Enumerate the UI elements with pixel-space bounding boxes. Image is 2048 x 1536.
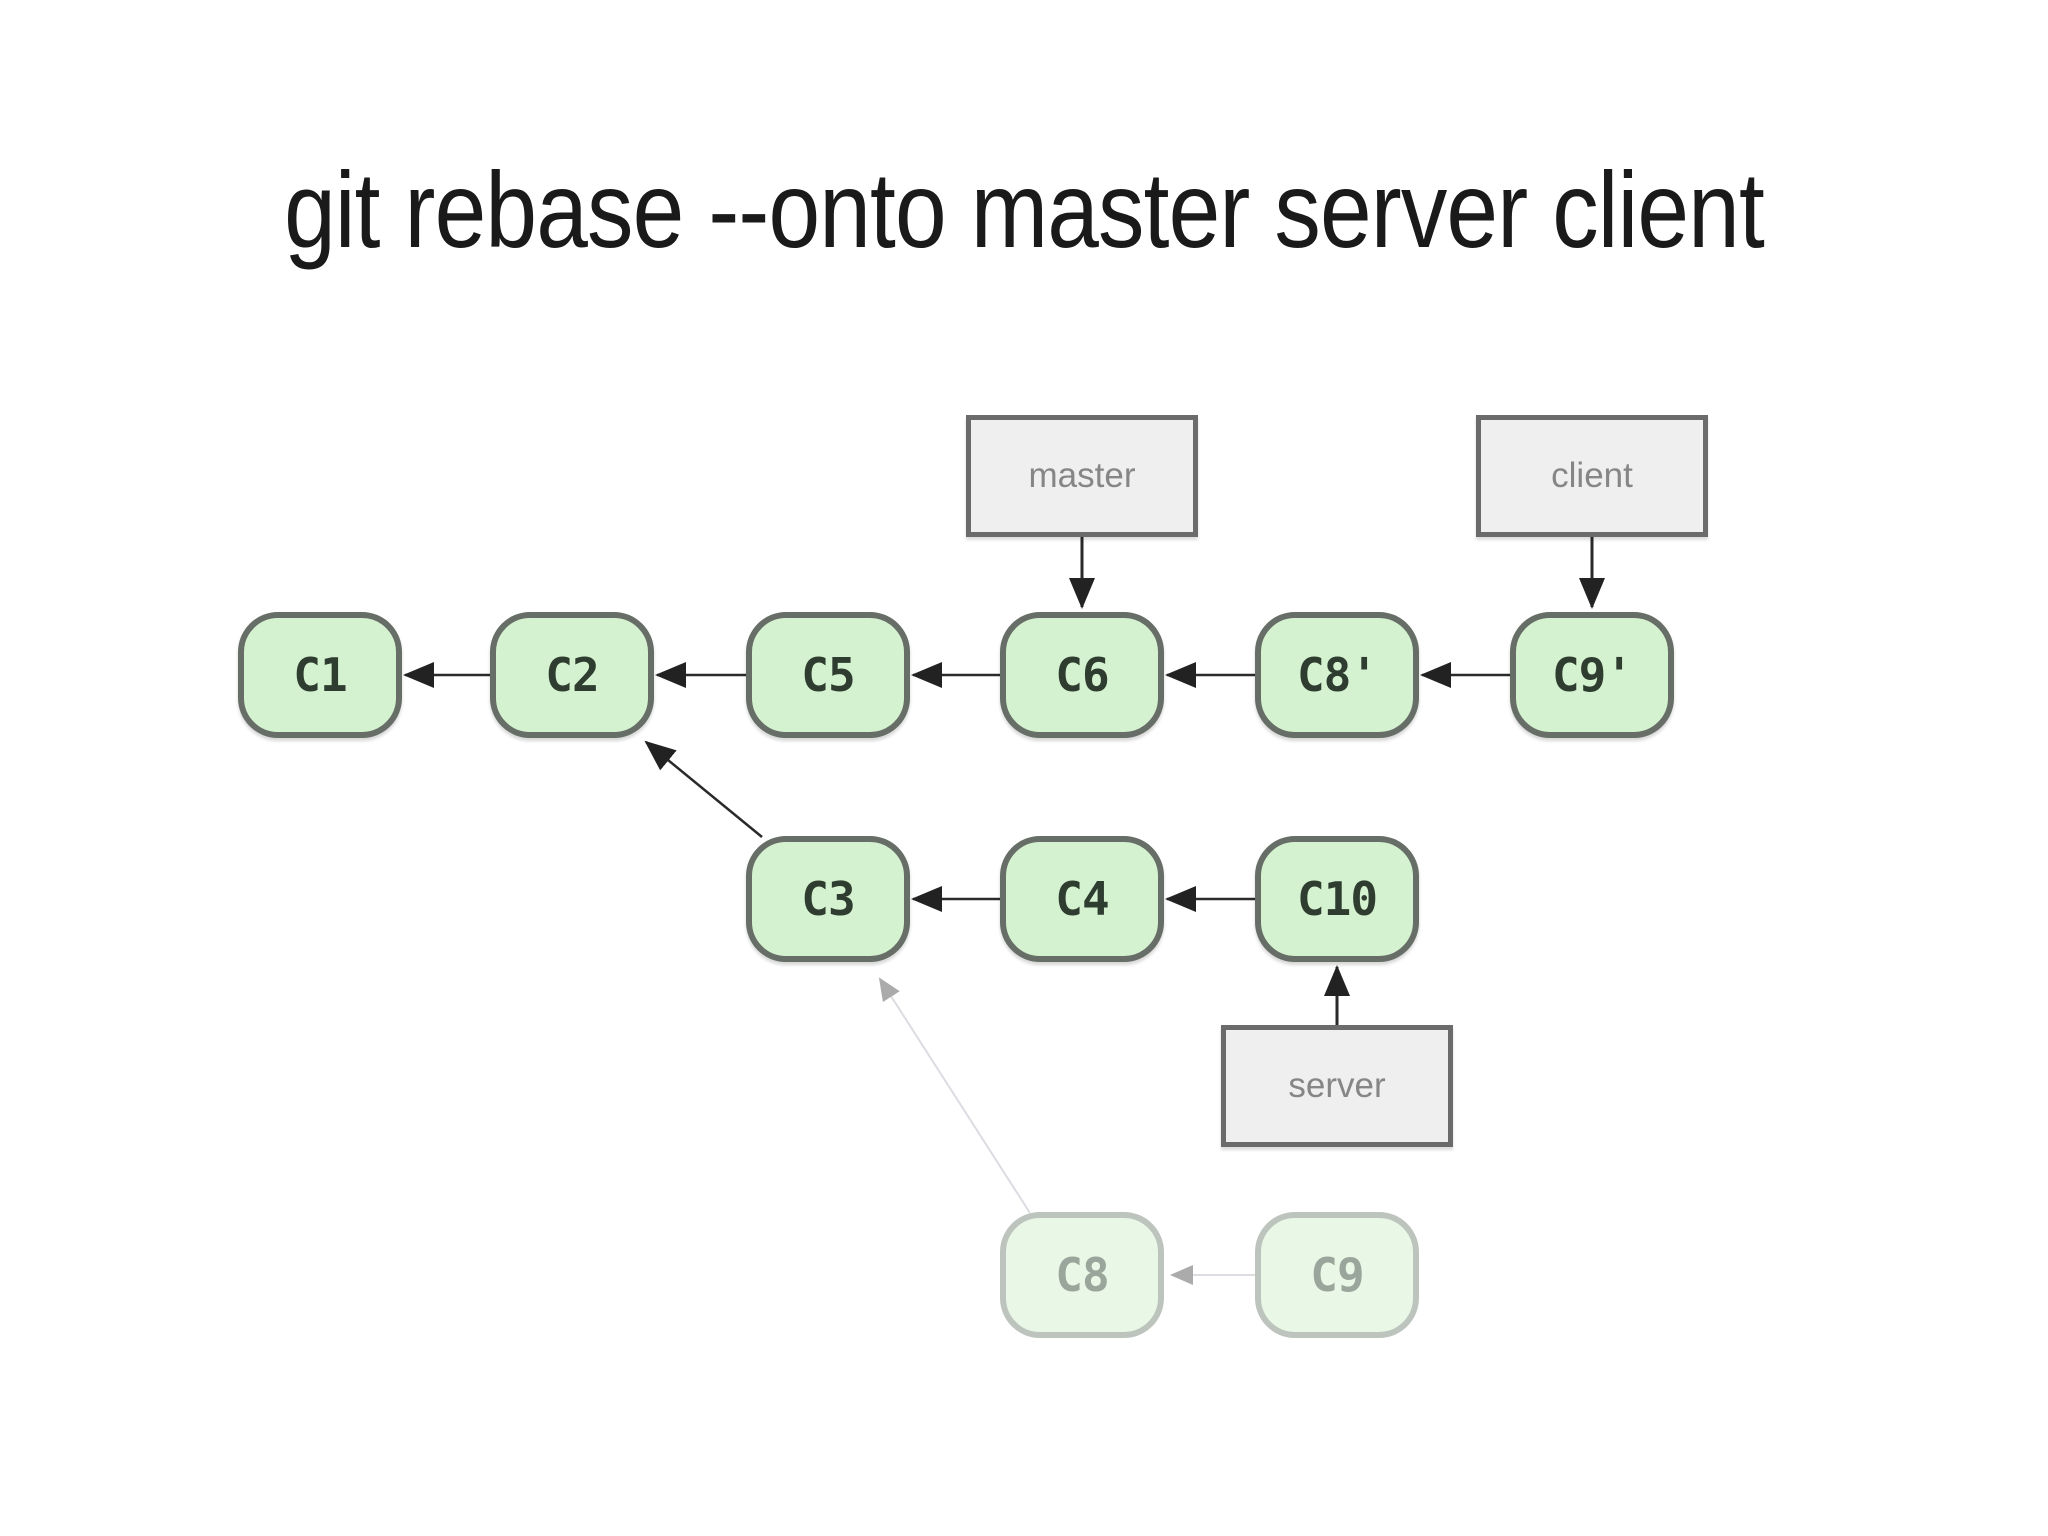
commit-label: C4 — [1055, 872, 1109, 926]
commit-label: C6 — [1055, 648, 1109, 702]
commit-node-C2: C2 — [490, 612, 654, 738]
commit-node-C8-prime: C8' — [1255, 612, 1419, 738]
commit-label: C5 — [801, 648, 855, 702]
branch-label: master — [1028, 456, 1136, 495]
commit-label: C9 — [1310, 1248, 1364, 1302]
commit-node-C9: C9 — [1255, 1212, 1419, 1338]
commit-node-C10: C10 — [1255, 836, 1419, 962]
commit-node-C5: C5 — [746, 612, 910, 738]
branch-label: client — [1551, 456, 1633, 495]
commit-label: C8 — [1055, 1248, 1109, 1302]
commit-node-C9-prime: C9' — [1510, 612, 1674, 738]
commit-label: C10 — [1296, 872, 1378, 926]
commit-label: C8' — [1296, 648, 1378, 702]
commit-label: C2 — [545, 648, 599, 702]
commit-node-C8: C8 — [1000, 1212, 1164, 1338]
commit-node-C6: C6 — [1000, 612, 1164, 738]
commit-label: C3 — [801, 872, 855, 926]
commit-node-C1: C1 — [238, 612, 402, 738]
branch-label: server — [1288, 1066, 1386, 1105]
edge-c3-to-c2 — [644, 740, 763, 838]
slide-title: git rebase --onto master server client — [284, 149, 1765, 270]
edge-c8-to-c3 — [878, 977, 1031, 1214]
branch-box-master: master — [966, 415, 1198, 537]
commit-node-C4: C4 — [1000, 836, 1164, 962]
commit-label: C1 — [293, 648, 347, 702]
branch-box-server: server — [1221, 1025, 1453, 1147]
commit-node-C3: C3 — [746, 836, 910, 962]
branch-box-client: client — [1476, 415, 1708, 537]
commit-label: C9' — [1551, 648, 1633, 702]
